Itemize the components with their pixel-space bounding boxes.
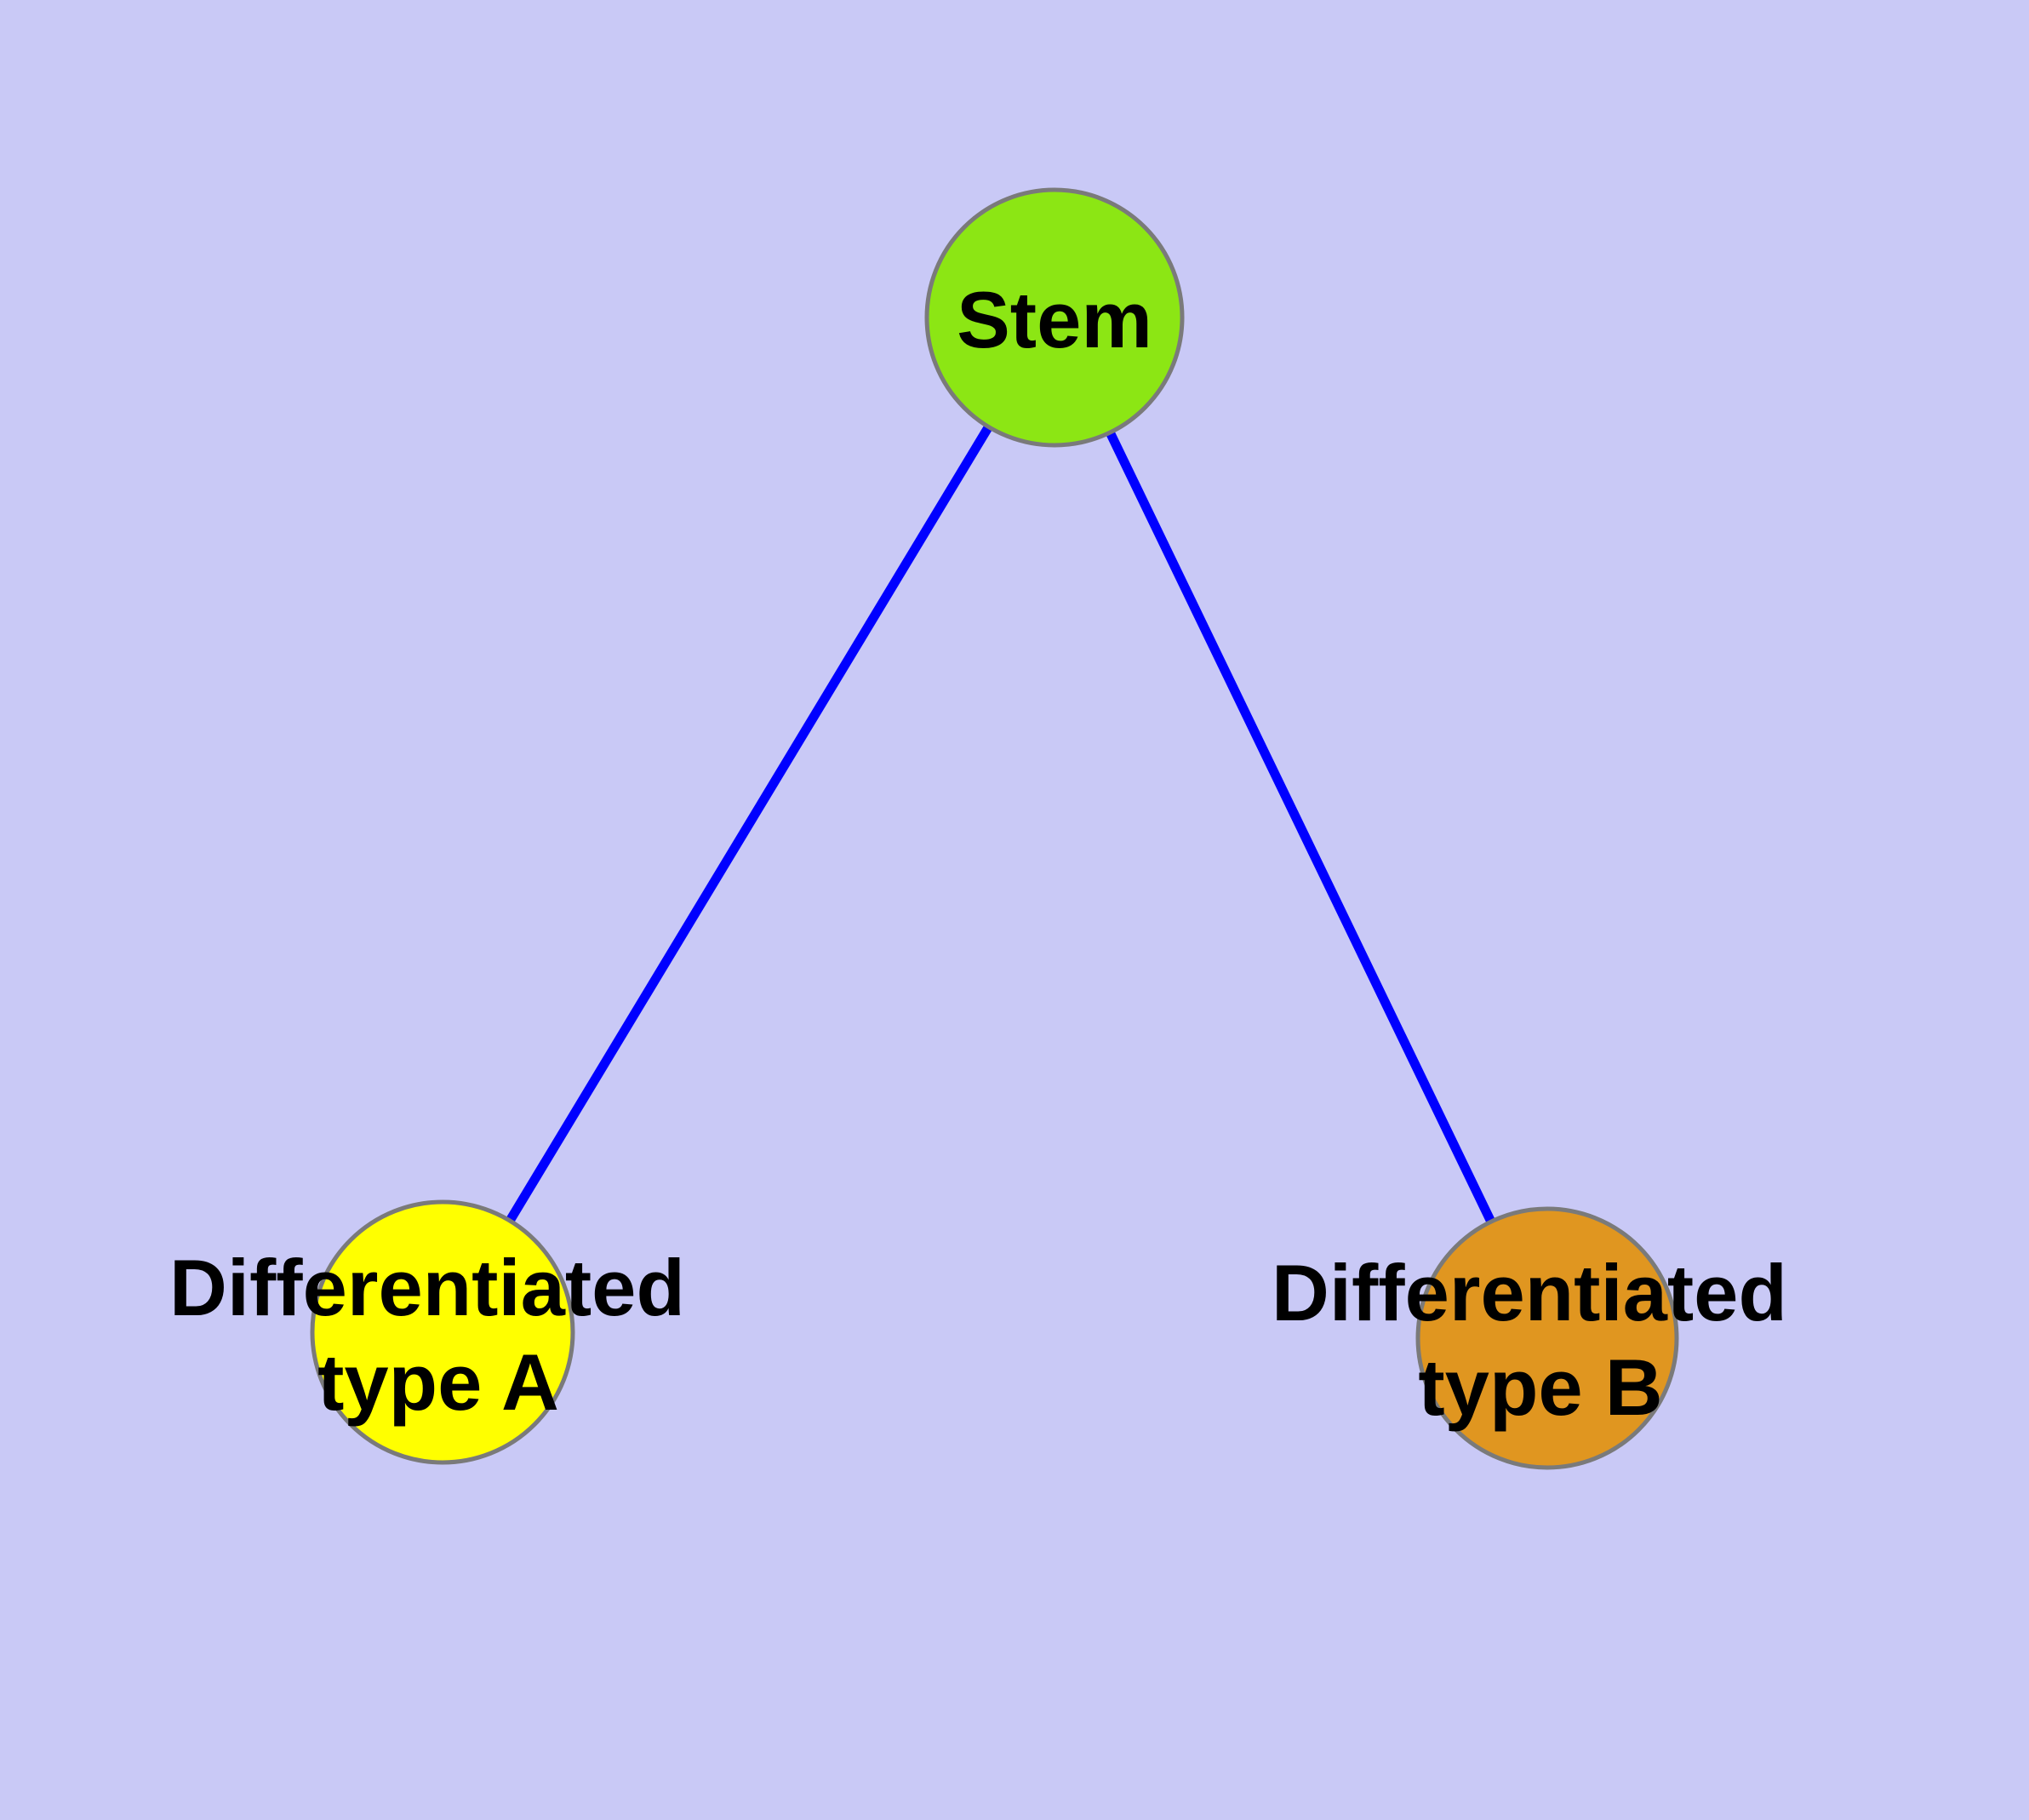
node-stem-label: Stem	[957, 275, 1152, 364]
node-differentiated-type-a	[310, 1199, 575, 1465]
nodes	[310, 187, 1679, 1470]
node-stem	[924, 187, 1185, 448]
node-differentiated-type-b-label: Differentiated type B	[1272, 1248, 1809, 1432]
edge-stem-to-type-b	[1050, 315, 1552, 1341]
edge-stem-to-type-a	[438, 315, 1059, 1335]
node-labels: Stem Differentiated type A Differentiate…	[169, 275, 1809, 1432]
label-line-type-a: type A	[317, 1337, 559, 1427]
node-differentiated-type-b	[1415, 1206, 1679, 1470]
edges	[438, 315, 1552, 1341]
label-line-type-b: type B	[1418, 1342, 1662, 1432]
label-line-differentiated-b: Differentiated	[1272, 1248, 1787, 1337]
node-differentiated-type-a-label: Differentiated type A	[169, 1243, 707, 1427]
label-line-differentiated-a: Differentiated	[169, 1243, 685, 1332]
